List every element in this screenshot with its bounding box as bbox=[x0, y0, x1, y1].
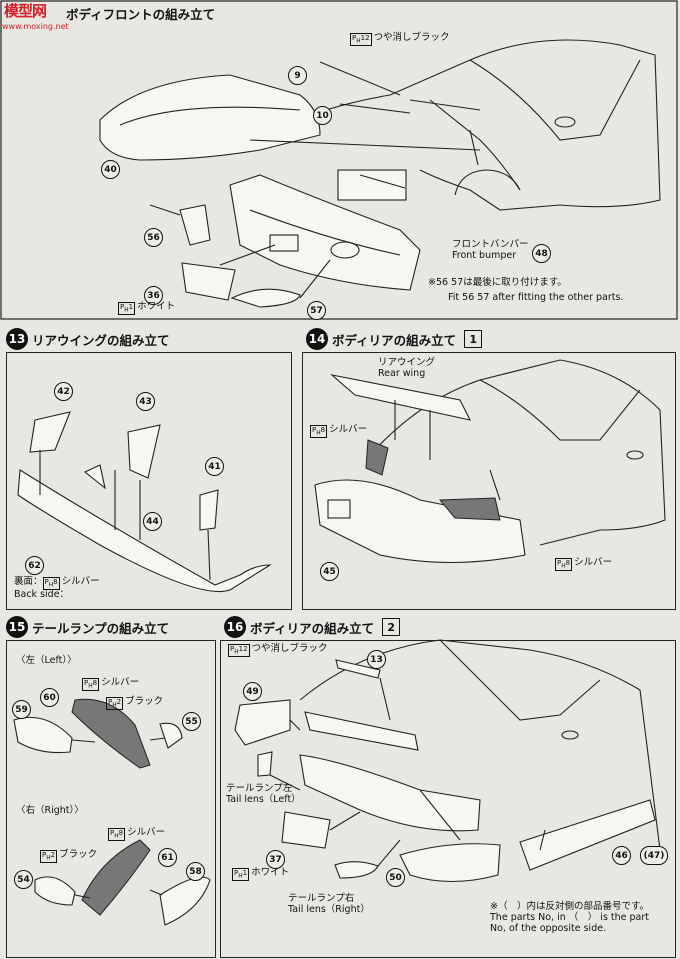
front-bumper-label: フロントバンパー Front bumper bbox=[452, 239, 529, 261]
tail-lens-left-label: テールランプ左 Tail lens（Left） bbox=[226, 783, 301, 805]
paint-code-badge: PH12 bbox=[350, 33, 372, 47]
part-40-callout: 40 bbox=[101, 160, 120, 179]
paint-code-badge: PH8 bbox=[42, 577, 60, 591]
part-50-callout: 50 bbox=[386, 868, 405, 887]
section-13-header: 13 リアウイングの組み立て bbox=[6, 328, 170, 350]
section-13-title: リアウイングの組み立て bbox=[32, 332, 170, 348]
step-number-badge: 16 bbox=[224, 616, 246, 638]
section-15-header: 15 テールランプの組み立て bbox=[6, 616, 169, 638]
section-15-panel bbox=[6, 640, 216, 958]
step-number-badge: 14 bbox=[306, 328, 328, 350]
part-49-callout: 49 bbox=[243, 682, 262, 701]
paint-code-badge: PH8 bbox=[82, 678, 100, 692]
section-14-panel bbox=[302, 352, 676, 610]
front-car-illustration bbox=[239, 39, 661, 211]
step-number-badge: 15 bbox=[6, 616, 28, 638]
part-10-callout: 10 bbox=[313, 106, 332, 125]
rear-wing-label: リアウイング Rear wing bbox=[378, 357, 436, 379]
part-46-callout: 46 bbox=[612, 846, 631, 865]
opposite-side-note: ※（ ）内は反対側の部品番号です。 The parts No, in （ ） i… bbox=[490, 901, 650, 934]
part-48-callout: 48 bbox=[532, 244, 551, 263]
paint-code-badge: PH1 bbox=[118, 302, 136, 316]
part-44-callout: 44 bbox=[143, 512, 162, 531]
right-side-label: 〈右（Right）〉 bbox=[16, 805, 84, 816]
part-61-callout: 61 bbox=[158, 848, 177, 867]
part-56 bbox=[179, 204, 211, 246]
step-number-badge: 13 bbox=[6, 328, 28, 350]
part-47-callout: (47) bbox=[640, 846, 668, 865]
section-12-title: ボディフロントの組み立て bbox=[66, 7, 216, 22]
part-58-callout: 58 bbox=[186, 862, 205, 881]
sub-step-badge: 1 bbox=[464, 330, 483, 348]
left-side-label: 〈左（Left）〉 bbox=[16, 655, 77, 666]
part-54-callout: 54 bbox=[14, 870, 33, 889]
part-36-callout: 36 bbox=[144, 286, 163, 305]
part-56-callout: 56 bbox=[144, 228, 163, 247]
bumper-48 bbox=[229, 174, 421, 291]
watermark-url: www.moxing.net bbox=[2, 22, 69, 31]
paint-code-badge: PH2 bbox=[106, 697, 124, 711]
sub-step-badge: 2 bbox=[382, 618, 401, 636]
paint-code-badge: PH2 bbox=[40, 850, 58, 864]
rear-body-car bbox=[314, 359, 666, 564]
watermark-logo: 模型网 www.moxing.net bbox=[0, 0, 69, 40]
fit-last-note-en: Fit 56 57 after fitting the other parts. bbox=[448, 292, 624, 303]
part-13-callout: 13 bbox=[367, 650, 386, 669]
watermark-brand: 模型网 bbox=[4, 2, 47, 20]
tail-lens-right-label: テールランプ右 Tail lens（Right） bbox=[288, 893, 370, 915]
tail-lamp-left bbox=[13, 698, 183, 769]
part-45-callout: 45 bbox=[320, 562, 339, 581]
hood-40 bbox=[99, 74, 321, 161]
part-43-callout: 43 bbox=[136, 392, 155, 411]
paint-code-badge: PH8 bbox=[555, 558, 573, 572]
paint-code-badge: PH8 bbox=[310, 425, 328, 439]
paint-code-badge: PH8 bbox=[108, 828, 126, 842]
section-16-title: ボディリアの組み立て bbox=[250, 620, 375, 636]
part-9-callout: 9 bbox=[288, 66, 307, 85]
plate-36 bbox=[181, 262, 236, 301]
section-14-title: ボディリアの組み立て bbox=[332, 332, 457, 348]
fit-last-note-jp: ※56 57は最後に取り付けます。 bbox=[428, 277, 567, 288]
part-55-callout: 55 bbox=[182, 712, 201, 731]
part-60-callout: 60 bbox=[40, 688, 59, 707]
section-13-panel bbox=[6, 352, 292, 610]
tail-lamp-right bbox=[34, 839, 211, 926]
part-57 bbox=[230, 288, 301, 308]
rear-wing-exploded bbox=[17, 411, 272, 593]
part-42-callout: 42 bbox=[54, 382, 73, 401]
part-62-callout: 62 bbox=[25, 556, 44, 575]
part-37-callout: 37 bbox=[266, 850, 285, 869]
part-41-callout: 41 bbox=[205, 457, 224, 476]
section-12-header: ボディフロントの組み立て bbox=[66, 4, 215, 23]
paint-code-badge: PH1 bbox=[232, 868, 250, 882]
wipers bbox=[319, 61, 411, 114]
rear-body-car-2 bbox=[234, 639, 661, 883]
part-57-callout: 57 bbox=[307, 301, 326, 320]
part-59-callout: 59 bbox=[12, 700, 31, 719]
section-15-title: テールランプの組み立て bbox=[32, 620, 170, 636]
paint-code-badge: PH12 bbox=[228, 644, 250, 658]
section-16-header: 16 ボディリアの組み立て 2 bbox=[224, 616, 401, 638]
section-14-header: 14 ボディリアの組み立て 1 bbox=[306, 328, 483, 350]
section-16-panel bbox=[220, 640, 676, 958]
